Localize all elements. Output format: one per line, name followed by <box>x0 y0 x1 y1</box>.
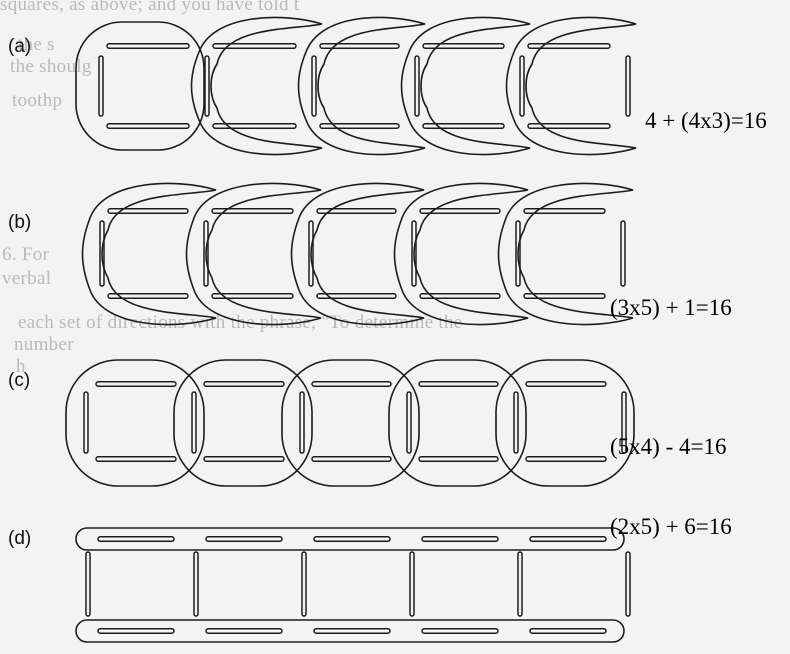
grouping-loop <box>299 17 426 154</box>
toothpick <box>314 629 390 633</box>
toothpick <box>96 457 176 461</box>
toothpick <box>314 537 390 541</box>
toothpick <box>86 552 90 616</box>
toothpick <box>419 382 498 386</box>
grouping-loop <box>395 183 529 324</box>
grouping-loop <box>187 183 322 324</box>
toothpick <box>422 537 498 541</box>
row-label-a: (a) <box>8 36 31 58</box>
row-label-d: (d) <box>8 528 31 550</box>
toothpick <box>526 382 606 386</box>
grouping-loop <box>402 17 531 154</box>
grouping-loop <box>496 360 634 486</box>
row-a-figure <box>76 17 636 154</box>
toothpick <box>626 56 630 116</box>
grouping-loop <box>76 620 624 642</box>
toothpick <box>192 392 196 453</box>
toothpick <box>194 552 198 616</box>
grouping-loop <box>282 360 419 486</box>
toothpick <box>520 56 524 116</box>
formula-b: (3x5) + 1=16 <box>610 295 732 321</box>
toothpick <box>621 221 625 286</box>
toothpick <box>98 537 174 541</box>
toothpick <box>312 457 391 461</box>
toothpick <box>98 629 174 633</box>
grouping-loop <box>292 183 425 324</box>
toothpick <box>526 457 606 461</box>
toothpick <box>626 552 630 616</box>
toothpick <box>312 382 391 386</box>
toothpick <box>312 56 316 116</box>
grouping-loop <box>66 360 204 486</box>
row-b-figure <box>83 183 634 324</box>
toothpick <box>84 392 88 453</box>
toothpick <box>107 44 189 48</box>
toothpick <box>514 392 518 453</box>
toothpick <box>204 457 284 461</box>
row-label-c: (c) <box>8 370 30 392</box>
toothpick <box>415 56 419 116</box>
toothpick <box>205 56 209 116</box>
grouping-loop <box>174 360 312 486</box>
row-d-figure <box>76 528 630 642</box>
toothpick <box>300 392 304 453</box>
toothpick <box>530 629 606 633</box>
toothpick <box>204 382 284 386</box>
grouping-loop <box>76 22 204 150</box>
toothpick <box>419 457 498 461</box>
formula-a: 4 + (4x3)=16 <box>645 108 767 134</box>
toothpick <box>206 629 282 633</box>
toothpick <box>422 629 498 633</box>
grouping-loop <box>507 17 637 154</box>
toothpick <box>206 537 282 541</box>
row-c-figure <box>66 360 634 486</box>
toothpick <box>99 56 103 116</box>
toothpick <box>96 382 176 386</box>
row-label-b: (b) <box>8 212 31 234</box>
toothpick <box>107 124 189 128</box>
grouping-loop <box>83 183 217 324</box>
grouping-loop <box>389 360 526 486</box>
toothpick <box>302 552 306 616</box>
toothpick <box>407 392 411 453</box>
grouping-loop <box>76 528 624 550</box>
formula-c: (5x4) - 4=16 <box>610 434 726 460</box>
grouping-loop <box>192 17 323 154</box>
formula-d: (2x5) + 6=16 <box>610 514 732 540</box>
toothpick <box>410 552 414 616</box>
toothpick <box>530 537 606 541</box>
toothpick <box>518 552 522 616</box>
